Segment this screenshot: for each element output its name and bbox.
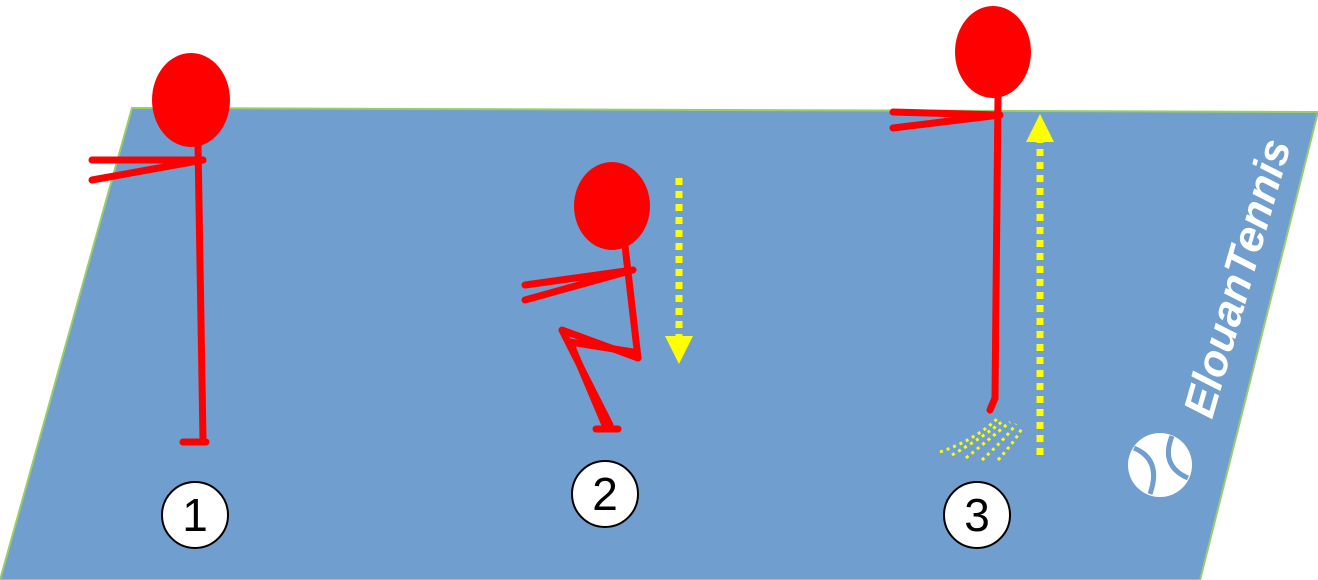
svg-text:3: 3	[964, 489, 990, 541]
figure-1-body	[198, 145, 203, 440]
step-label-3: 3	[944, 482, 1010, 548]
figure-3-head	[955, 6, 1031, 98]
figure-3-foot	[990, 398, 995, 410]
figure-2-head	[574, 162, 650, 250]
svg-text:2: 2	[592, 468, 618, 520]
svg-text:1: 1	[182, 489, 208, 541]
figure-1-head	[152, 53, 230, 147]
step-label-1: 1	[162, 482, 228, 548]
tennis-ball-icon	[1128, 433, 1192, 497]
figure-3-body	[995, 96, 998, 398]
step-label-2: 2	[572, 461, 638, 527]
